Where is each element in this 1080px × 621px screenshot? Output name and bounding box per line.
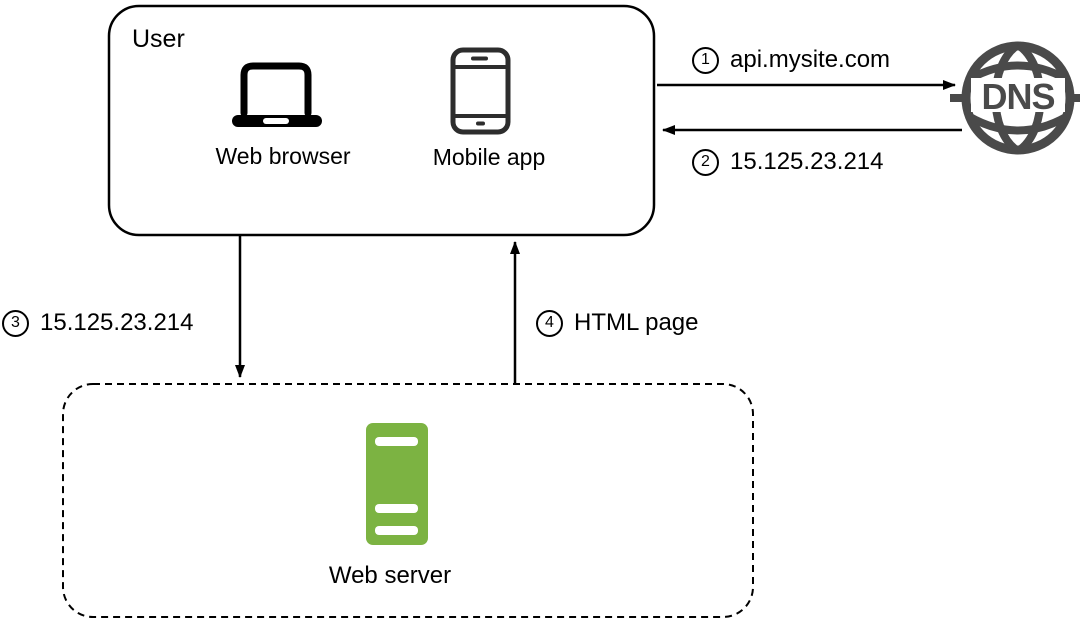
globe-dns-icon: DNS [950,41,1080,155]
web-browser-label: Web browser [215,143,351,169]
flow-label-1: 1 api.mysite.com [692,46,890,74]
user-box-title: User [132,25,185,53]
step-2-badge: 2 [692,148,719,176]
user-box-outline [107,4,656,237]
flow-4-text: HTML page [574,309,699,336]
flow-1-text: api.mysite.com [730,46,891,73]
mobile-app-label: Mobile app [432,144,546,170]
step-3-badge: 3 [2,309,29,337]
step-1-badge: 1 [692,46,719,74]
web-server-label: Web server [328,562,452,589]
step-4-badge: 4 [536,309,563,337]
dns-label: DNS [981,76,1054,117]
flow-label-4: 4 HTML page [536,309,699,337]
flow-label-3: 3 15.125.23.214 [2,309,193,337]
flow-label-2: 2 15.125.23.214 [692,148,883,176]
server-icon [366,423,428,545]
laptop-icon [232,62,322,127]
smartphone-icon [450,47,511,135]
web-server-box-outline [62,383,754,618]
flow-2-text: 15.125.23.214 [730,148,884,175]
flow-3-text: 15.125.23.214 [40,309,194,336]
